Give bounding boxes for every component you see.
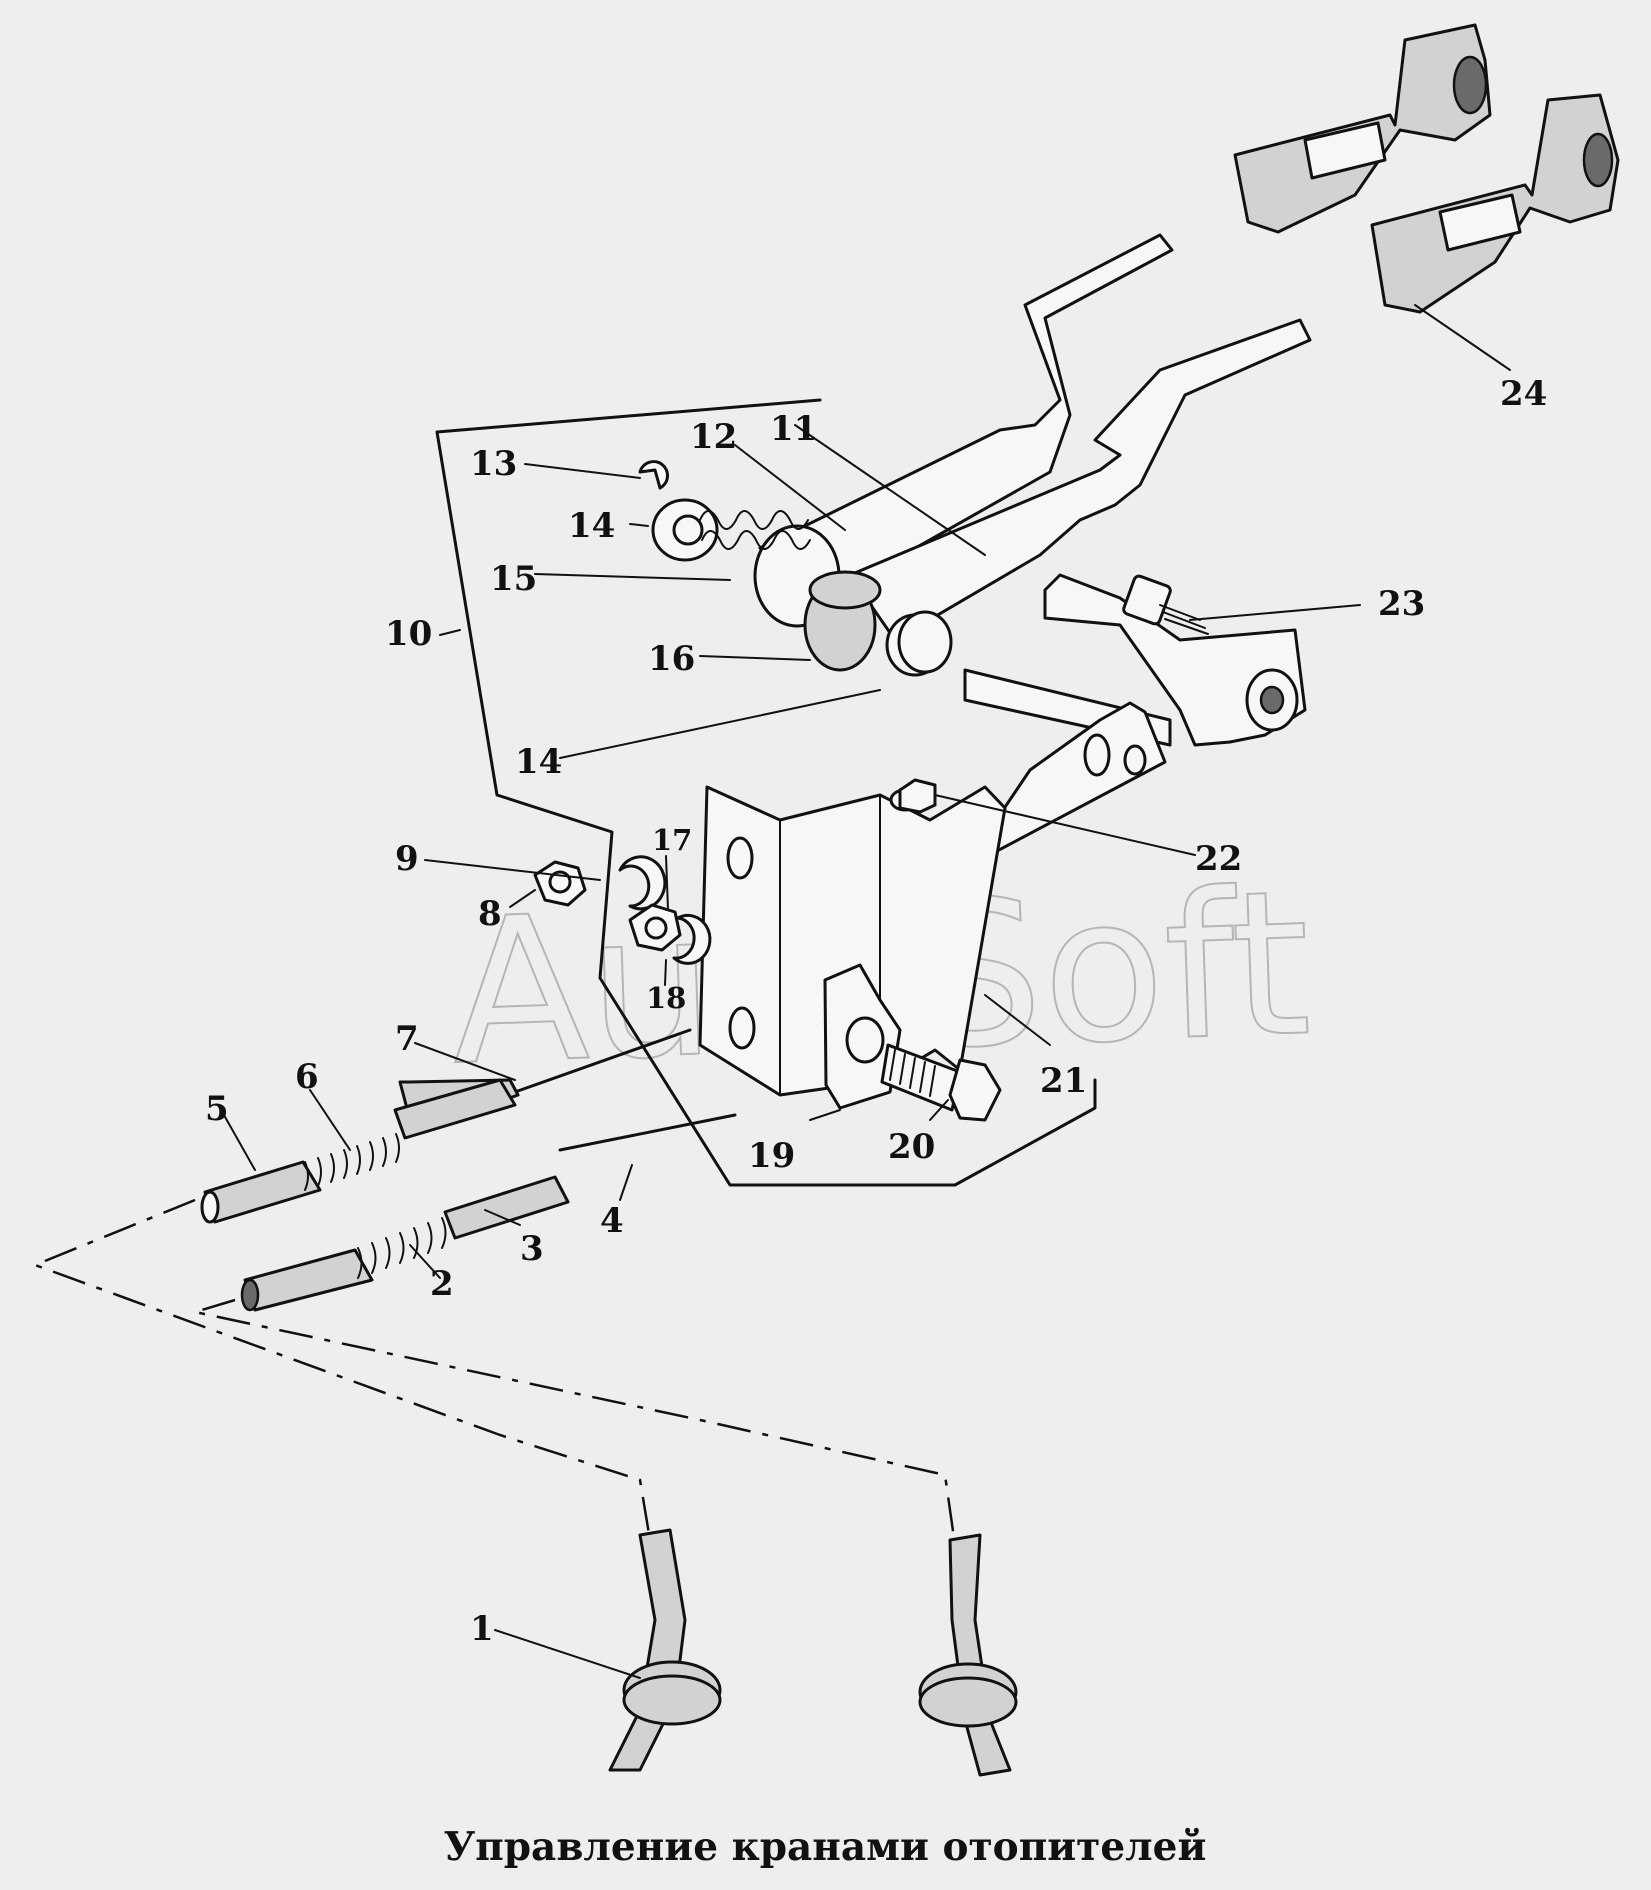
- knob-24-lower: [1370, 93, 1620, 314]
- callout-21: 21: [1040, 1061, 1087, 1101]
- callout-19: 19: [748, 1136, 795, 1176]
- callout-10: 10: [385, 614, 432, 654]
- grommet-1-left: [608, 1528, 722, 1772]
- callout-1: 1: [470, 1609, 494, 1649]
- pin-13: [638, 460, 670, 490]
- callout-16: 16: [648, 639, 695, 679]
- assembly-bracket-outline: [435, 398, 1097, 1187]
- callout-14a: 14: [568, 506, 615, 546]
- callout-14b: 14: [515, 742, 562, 782]
- spring-15: [651, 498, 811, 562]
- callout-20: 20: [888, 1127, 935, 1167]
- callout-13: 13: [470, 444, 517, 484]
- callout-24: 24: [1500, 374, 1547, 414]
- washer-9: [618, 855, 667, 911]
- callout-2: 2: [430, 1264, 454, 1304]
- grommet-1-right: [918, 1533, 1018, 1777]
- nut-17: [628, 903, 682, 952]
- nut-22: [898, 778, 937, 814]
- roller-16: [803, 570, 953, 674]
- cable-lower: [240, 1113, 737, 1312]
- callout-18: 18: [646, 981, 686, 1015]
- callout-9: 9: [395, 839, 419, 879]
- callout-4: 4: [600, 1201, 624, 1241]
- knob-24-upper: [1233, 23, 1492, 234]
- washer-18: [672, 913, 712, 965]
- routing-line-right: [194, 1298, 957, 1546]
- main-bracket: [698, 785, 1007, 1097]
- callout-5: 5: [205, 1089, 229, 1129]
- cable-upper: [200, 1028, 692, 1224]
- leader-lines: [219, 304, 1511, 1679]
- callout-6: 6: [295, 1057, 319, 1097]
- callout-8: 8: [478, 894, 502, 934]
- diagram-title: Управление кранами отопителей: [444, 1824, 1207, 1870]
- callout-3: 3: [520, 1229, 544, 1269]
- callout-23: 23: [1378, 584, 1425, 624]
- plate-21: [963, 668, 1172, 864]
- callout-12: 12: [690, 417, 737, 457]
- routing-line-left: [31, 1198, 652, 1541]
- callout-22: 22: [1195, 839, 1242, 879]
- bolt-20: [880, 1043, 1002, 1122]
- callout-17: 17: [652, 823, 692, 857]
- callout-11: 11: [770, 409, 817, 449]
- callout-7: 7: [395, 1019, 419, 1059]
- lever-end-23: [1043, 573, 1307, 747]
- callout-15: 15: [490, 559, 537, 599]
